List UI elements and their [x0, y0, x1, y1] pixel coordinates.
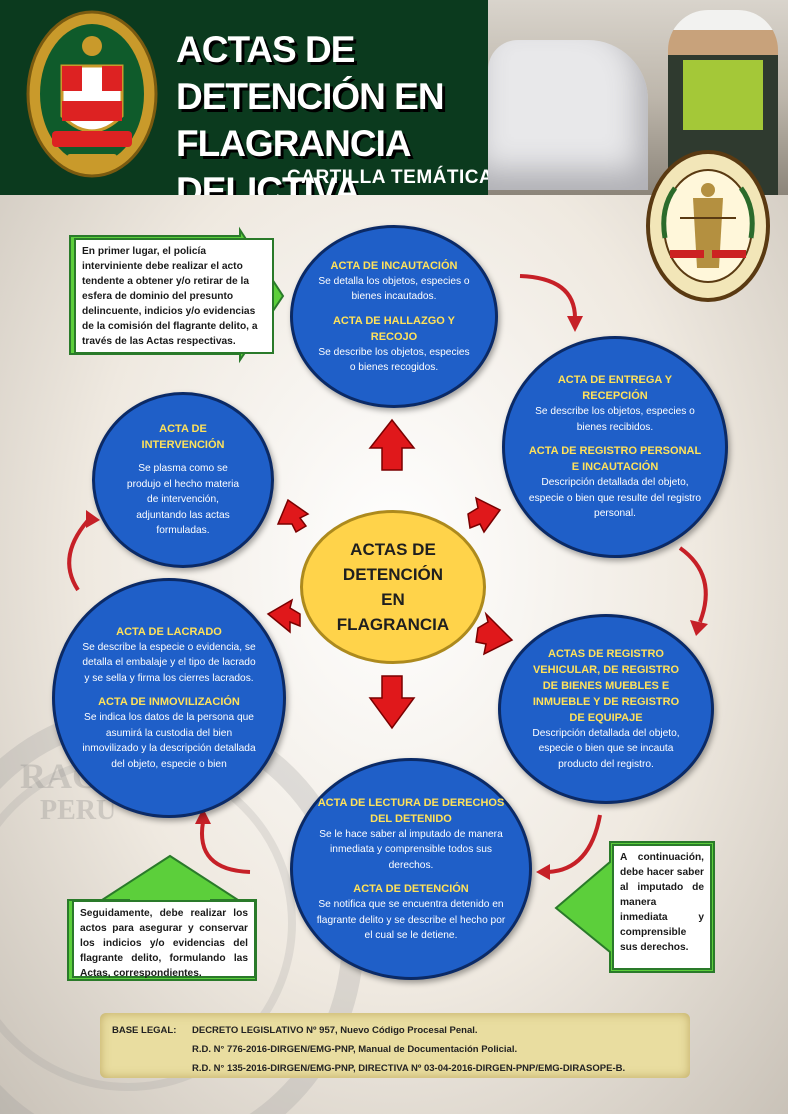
arrow-upright-icon	[467, 496, 502, 534]
title-line-1: ACTAS DE DETENCIÓN EN	[176, 29, 445, 117]
heading-registro-personal: ACTA DE REGISTRO PERSONAL E INCAUTACIÓN	[528, 445, 702, 474]
note-top-left: En primer lugar, el policía intervinient…	[74, 238, 274, 354]
base-legal-line-1: DECRETO LEGISLATIVO Nº 957, Nuevo Código…	[192, 1025, 478, 1036]
circle-lectura: ACTA DE LECTURA DE DERECHOS DEL DETENIDO…	[290, 758, 532, 980]
pnp-emblem-icon	[26, 10, 158, 178]
desc-registro-personal: Descripción detallada del objeto, especi…	[528, 477, 702, 520]
heading-inmovilizacion: ACTA DE INMOVILIZACIÓN	[98, 696, 240, 709]
base-legal-label: BASE LEGAL:	[112, 1025, 177, 1036]
desc-incautacion: Se detalla los objetos, especies o biene…	[318, 275, 470, 303]
heading-incautacion: ACTA DE INCAUTACIÓN	[330, 259, 458, 272]
circle-intervencion: ACTA DE INTERVENCIÓN Se plasma como se p…	[92, 392, 274, 568]
center-line-4: FLAGRANCIA	[336, 615, 450, 634]
base-legal-lines: DECRETO LEGISLATIVO Nº 957, Nuevo Código…	[192, 1021, 625, 1078]
desc-vehicular: Descripción detallada del objeto, especi…	[532, 727, 680, 770]
heading-entrega: ACTA DE ENTREGA Y RECEPCIÓN	[557, 374, 673, 403]
vest-shape	[683, 60, 763, 130]
note-bottom-right: A continuación, debe hacer saber al impu…	[612, 844, 712, 970]
heading-vehicular: ACTAS DE REGISTRO VEHICULAR, DE REGISTRO…	[532, 647, 680, 724]
arrow-upleft-icon	[276, 498, 310, 534]
page-title: ACTAS DE DETENCIÓN EN FLAGRANCIA DELICTI…	[176, 26, 476, 195]
title-line-2: FLAGRANCIA DELICTIVA	[176, 123, 410, 195]
desc-hallazgo: Se describe los objetos, especies o bien…	[318, 346, 470, 374]
desc-inmovilizacion: Se indica los datos de la persona que as…	[82, 712, 256, 770]
circle-incautacion: ACTA DE INCAUTACIÓN Se detalla los objet…	[290, 225, 498, 408]
arrow-downleft-icon	[266, 598, 301, 634]
arrow-up-icon	[368, 418, 416, 471]
circle-lacrado: ACTA DE LACRADO Se describe la especie o…	[52, 578, 286, 818]
heading-lacrado: ACTA DE LACRADO	[116, 625, 222, 638]
desc-lectura: Se le hace saber al imputado de manera i…	[319, 828, 503, 871]
center-line-3: EN	[381, 590, 405, 609]
circle-entrega: ACTA DE ENTREGA Y RECEPCIÓN Se describe …	[502, 336, 728, 558]
heading-intervencion: ACTA DE INTERVENCIÓN	[141, 423, 225, 452]
desc-intervencion: Se plasma como se produjo el hecho mater…	[126, 463, 240, 537]
asesoria-juridica-seal-icon	[646, 150, 770, 302]
base-legal-line-2: R.D. N° 776-2016-DIRGEN/EMG-PNP, Manual …	[192, 1044, 518, 1055]
base-legal-scroll: BASE LEGAL: DECRETO LEGISLATIVO Nº 957, …	[100, 1013, 690, 1078]
center-circle: ACTAS DE DETENCIÓN EN FLAGRANCIA	[300, 510, 486, 664]
arrow-downright-icon	[475, 611, 514, 656]
curved-connectors	[67, 274, 708, 874]
center-line-2: DETENCIÓN	[342, 565, 444, 584]
arrow-down-icon	[368, 675, 416, 730]
circle-vehicular: ACTAS DE REGISTRO VEHICULAR, DE REGISTRO…	[498, 614, 714, 804]
heading-detencion: ACTA DE DETENCIÓN	[353, 883, 469, 895]
desc-lacrado: Se describe la especie o evidencia, se d…	[82, 641, 256, 684]
curved-arrowheads	[86, 316, 708, 880]
note-bottom-left: Seguidamente, debe realizar los actos pa…	[72, 900, 256, 979]
desc-entrega: Se describe los objetos, especies o bien…	[535, 406, 695, 433]
center-line-1: ACTAS DE	[350, 540, 436, 559]
heading-hallazgo: ACTA DE HALLAZGO Y RECOJO	[332, 314, 455, 343]
cartilla-subtitle: CARTILLA TEMÁTICA 293	[287, 167, 532, 188]
heading-lectura: ACTA DE LECTURA DE DERECHOS DEL DETENIDO	[317, 796, 505, 825]
base-legal-line-3: R.D. N° 135-2016-DIRGEN/EMG-PNP, DIRECTI…	[192, 1063, 626, 1074]
desc-detencion: Se notifica que se encuentra detenido en…	[316, 899, 506, 941]
watermark-text-2: PERU	[40, 795, 117, 826]
car-shape	[488, 40, 648, 190]
